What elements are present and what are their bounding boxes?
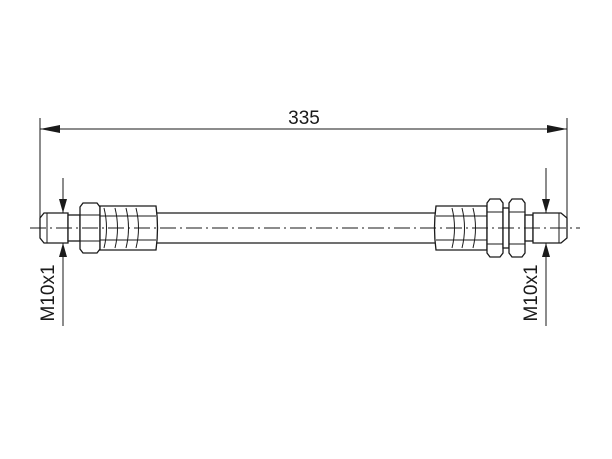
right-thread-callout: M10x1 (521, 168, 550, 326)
right-crimp-groove (461, 207, 465, 249)
left-callout-arrow-bottom (59, 243, 67, 257)
dimension-arrow-left (40, 125, 60, 133)
right-thread-label: M10x1 (521, 264, 542, 321)
hose-body (156, 212, 436, 244)
right-hex-nut (486, 198, 504, 258)
left-thread-callout: M10x1 (38, 178, 67, 326)
dimension-arrow-right (547, 125, 567, 133)
left-callout-arrow-top (59, 199, 67, 213)
right-callout-arrow-top (542, 199, 550, 213)
right-bracket-nut (508, 198, 526, 258)
length-label: 335 (288, 108, 320, 129)
right-callout-arrow-bottom (542, 243, 550, 257)
length-dimension: 335 (39, 108, 568, 238)
left-crimp-groove (103, 207, 107, 249)
left-thread-label: M10x1 (38, 264, 59, 321)
